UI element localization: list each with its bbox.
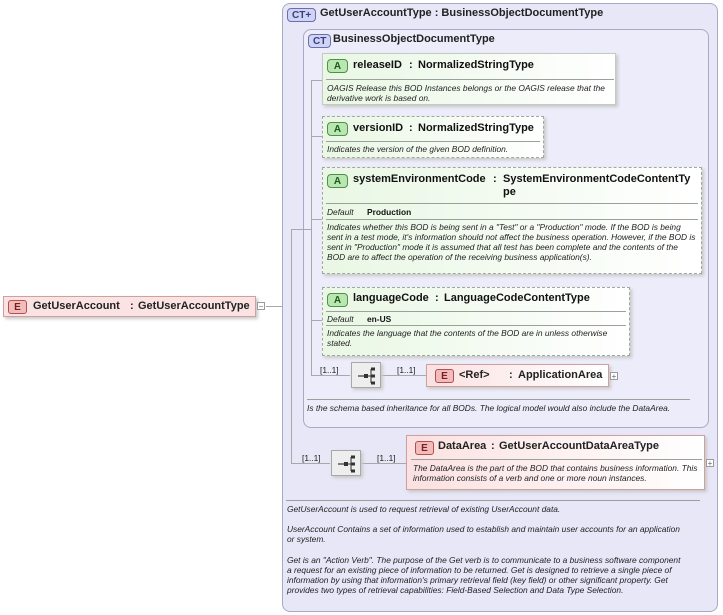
element-badge: E xyxy=(415,441,434,455)
attribute-type: NormalizedStringType xyxy=(418,59,534,71)
attribute-badge: A xyxy=(327,293,348,307)
cardinality-label: [1..1] xyxy=(302,453,321,463)
connector-line xyxy=(311,219,322,220)
connector-line xyxy=(311,375,350,376)
data-area-type: GetUserAccountDataAreaType xyxy=(499,440,659,452)
complex-type-badge: CT xyxy=(308,34,332,48)
attribute-name: releaseID xyxy=(353,59,402,71)
default-label: Default xyxy=(327,314,354,324)
application-area-element[interactable]: E <Ref> : ApplicationArea xyxy=(426,364,609,387)
attribute-type: LanguageCodeContentType xyxy=(444,292,590,304)
footer-doc-get-verb: Get is an "Action Verb". The purpose of … xyxy=(287,555,681,595)
base-type-doc: Is the schema based inheritance for all … xyxy=(307,403,671,413)
data-area-doc: The DataArea is the part of the BOD that… xyxy=(413,463,698,483)
connector-line xyxy=(311,80,322,81)
attribute-release-id[interactable]: A releaseID : NormalizedStringType OAGIS… xyxy=(322,53,616,105)
divider xyxy=(286,500,700,501)
attribute-separator: : xyxy=(409,59,413,71)
attribute-doc: Indicates whether this BOD is being sent… xyxy=(327,222,696,262)
cardinality-label: [1..1] xyxy=(320,365,339,375)
connector-line xyxy=(291,229,292,463)
attribute-badge: A xyxy=(327,122,348,136)
attribute-doc: Indicates the language that the contents… xyxy=(327,328,608,348)
attribute-name: systemEnvironmentCode xyxy=(353,173,486,185)
connector-line xyxy=(311,320,322,321)
connector-line xyxy=(291,463,330,464)
default-label: Default xyxy=(327,207,354,217)
element-badge: E xyxy=(8,300,27,314)
root-element-separator: : xyxy=(130,300,134,312)
attribute-badge: A xyxy=(327,59,348,73)
data-area-element[interactable]: E DataArea : GetUserAccountDataAreaType … xyxy=(406,435,705,490)
divider xyxy=(326,325,626,326)
footer-doc-getuseraccount: GetUserAccount is used to request retrie… xyxy=(287,504,561,514)
root-element-name: GetUserAccount xyxy=(33,300,120,312)
connector-line xyxy=(266,306,282,307)
connector-line xyxy=(311,80,312,376)
attribute-separator: : xyxy=(493,173,497,185)
connector-line xyxy=(311,136,322,137)
divider xyxy=(326,141,540,142)
attribute-badge: A xyxy=(327,174,348,188)
divider xyxy=(411,459,702,460)
divider xyxy=(326,219,698,220)
cardinality-label: [1..1] xyxy=(397,365,416,375)
data-area-separator: : xyxy=(491,440,495,452)
attribute-version-id[interactable]: A versionID : NormalizedStringType Indic… xyxy=(322,116,544,158)
default-value: Production xyxy=(367,207,412,217)
expand-icon[interactable]: + xyxy=(610,372,618,381)
attribute-name: languageCode xyxy=(353,292,429,304)
footer-doc-useraccount: UserAccount Contains a set of informatio… xyxy=(287,524,680,544)
attribute-doc: OAGIS Release this BOD Instances belongs… xyxy=(327,83,605,103)
attribute-separator: : xyxy=(409,122,413,134)
divider xyxy=(326,311,626,312)
expand-icon[interactable]: + xyxy=(706,459,714,468)
data-area-name: DataArea xyxy=(438,440,487,452)
complex-type-title: GetUserAccountType : BusinessObjectDocum… xyxy=(320,7,604,19)
attribute-doc: Indicates the version of the given BOD d… xyxy=(327,144,509,154)
connector-line xyxy=(291,229,312,230)
sequence-compositor[interactable] xyxy=(331,450,361,476)
ref-element-name: ApplicationArea xyxy=(518,369,603,381)
sequence-icon xyxy=(338,455,355,473)
attribute-type: NormalizedStringType xyxy=(418,122,534,134)
attribute-separator: : xyxy=(435,292,439,304)
attribute-name: versionID xyxy=(353,122,404,134)
sequence-compositor[interactable] xyxy=(351,362,381,388)
attribute-type-line2: pe xyxy=(503,186,516,198)
ref-label: <Ref> xyxy=(459,369,490,381)
connector-line xyxy=(361,463,406,464)
divider xyxy=(307,399,690,400)
root-element-type: GetUserAccountType xyxy=(138,300,250,312)
cardinality-label: [1..1] xyxy=(377,453,396,463)
root-element-box[interactable]: E GetUserAccount : GetUserAccountType xyxy=(3,296,256,317)
divider xyxy=(326,79,614,80)
base-type-title: BusinessObjectDocumentType xyxy=(333,33,495,45)
complex-type-extension-badge: CT+ xyxy=(287,8,317,22)
collapse-toggle-icon[interactable]: − xyxy=(257,302,265,311)
sequence-icon xyxy=(358,367,375,385)
divider xyxy=(326,203,698,204)
attribute-language-code[interactable]: A languageCode : LanguageCodeContentType… xyxy=(322,287,630,356)
connector-line xyxy=(381,375,426,376)
ref-separator: : xyxy=(509,369,513,381)
attribute-system-environment-code[interactable]: A systemEnvironmentCode : SystemEnvironm… xyxy=(322,167,702,274)
attribute-type-line1: SystemEnvironmentCodeContentTy xyxy=(503,173,691,185)
element-badge: E xyxy=(435,369,454,383)
default-value: en-US xyxy=(367,314,392,324)
